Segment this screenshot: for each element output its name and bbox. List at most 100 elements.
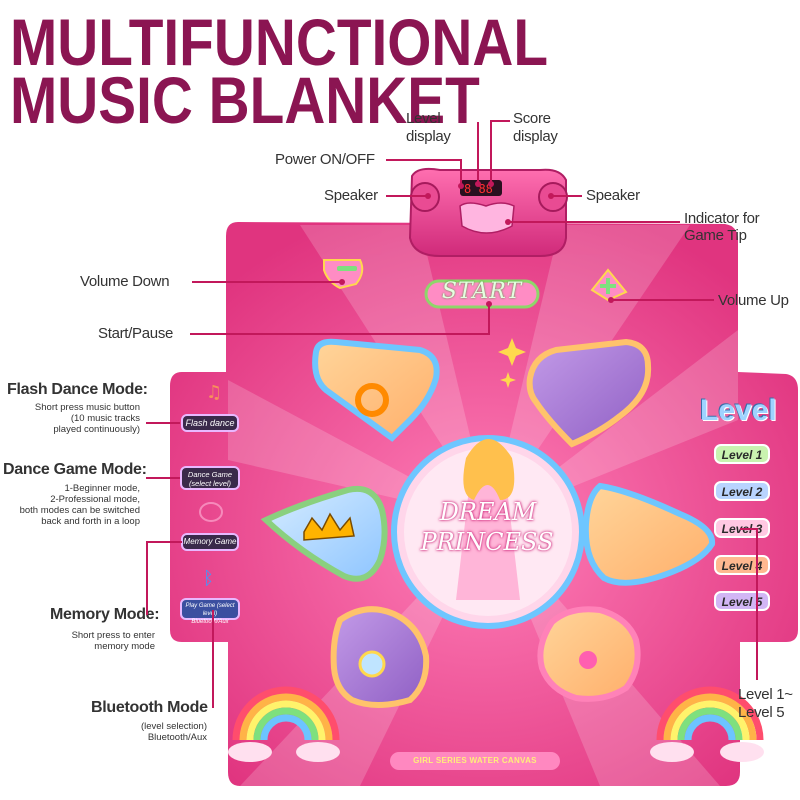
indicator-label-line-1: Indicator for: [684, 210, 760, 227]
bluetooth-button-line-2: Bluetooth/Aux: [191, 619, 229, 625]
flash-dance-button[interactable]: Flash dance: [181, 414, 239, 432]
bluetooth-desc: (level selection) Bluetooth/Aux: [60, 721, 207, 743]
dance-game-button-line-2: (select level): [188, 479, 232, 488]
heart-top-left: [312, 338, 440, 442]
dance-game-button-line-1: Dance Game: [187, 470, 233, 479]
speaker-left-line: [386, 195, 426, 197]
mat-footer-text: GIRL SERIES WATER CANVAS: [413, 756, 537, 765]
speaker-left-label: Speaker: [324, 187, 378, 204]
score-display-label-line-1: Score: [513, 110, 551, 127]
level-display-label-line-1: Level: [406, 110, 441, 127]
level-display-label-line-2: display: [406, 128, 451, 145]
rainbow-left: [232, 686, 340, 741]
power-line-v: [460, 159, 462, 185]
heart-top-right: [526, 338, 652, 448]
memory-desc-line-1: Short press to enter: [71, 630, 155, 641]
rainbow-right: [656, 686, 764, 741]
level-display-label: Level display: [406, 110, 451, 146]
brain-deco: [199, 502, 223, 522]
flash-dance-desc-line-3: played continuously): [53, 424, 140, 435]
start-pause-line: [190, 333, 490, 335]
heart-right: [582, 482, 716, 586]
score-display-line-v: [490, 120, 492, 184]
level-header: Level: [700, 394, 777, 427]
flash-dance-title: Flash Dance Mode:: [7, 381, 148, 398]
start-label: START: [441, 279, 523, 304]
dance-game-line: [146, 477, 180, 479]
svg-text:♫: ♫: [206, 382, 222, 403]
flash-dance-line: [146, 422, 180, 424]
heart-bottom-left: [330, 606, 430, 708]
volume-up-line: [612, 299, 714, 301]
levels-range-label: Level 1~ Level 5: [738, 686, 793, 722]
score-display-label: Score display: [513, 110, 558, 146]
title-line-2: MUSIC BLANKET: [10, 63, 480, 137]
score-display-label-line-2: display: [513, 128, 558, 145]
center-title-line-1: DREAM: [439, 498, 537, 526]
flash-dance-desc: Short press music button (10 music track…: [20, 402, 140, 435]
speaker-right-label: Speaker: [586, 187, 640, 204]
start-pause-label: Start/Pause: [98, 325, 174, 342]
memory-game-button[interactable]: Memory Game: [181, 533, 239, 551]
volume-down-line: [192, 281, 340, 283]
memory-desc: Short press to enter memory mode: [30, 630, 155, 652]
bluetooth-desc-line-2: Bluetooth/Aux: [147, 732, 207, 743]
dance-game-desc-line-2: 2-Professional mode,: [50, 494, 140, 505]
level-4-button[interactable]: Level 4: [714, 555, 770, 575]
memory-line-h: [146, 541, 182, 543]
control-console: 8 88: [408, 167, 568, 257]
start-pad: [424, 279, 540, 309]
level-display-line: [477, 122, 479, 184]
levels-range-line-2: Level 5: [738, 704, 785, 721]
bluetooth-deco: ᛒ: [203, 568, 214, 589]
levels-range-line-1: Level 1~: [738, 686, 793, 703]
volume-up-label: Volume Up: [718, 292, 789, 309]
dance-game-button[interactable]: Dance Game (select level): [180, 466, 240, 490]
levels-range-line-h: [740, 528, 758, 530]
level-2-button[interactable]: Level 2: [714, 481, 770, 501]
volume-down-dot: [339, 279, 345, 285]
clouds: [228, 742, 764, 762]
volume-up-dot: [608, 297, 614, 303]
score-display-dot: [488, 181, 494, 187]
indicator-label-line-2: Game Tip: [684, 227, 747, 244]
dance-game-desc-line-1: 1-Beginner mode,: [64, 483, 140, 494]
sparkles: [498, 338, 526, 388]
volume-down-label: Volume Down: [80, 273, 170, 290]
dance-game-desc-line-4: back and forth in a loop: [41, 516, 140, 527]
bluetooth-button-line-1: Play Game (select level): [185, 603, 235, 617]
center-title-line-2: PRINCESS: [420, 528, 554, 556]
level-5-button[interactable]: Level 5: [714, 591, 770, 611]
level-1-button[interactable]: Level 1: [714, 444, 770, 464]
power-line: [386, 159, 462, 161]
dance-game-desc: 1-Beginner mode, 2-Professional mode, bo…: [10, 483, 140, 527]
bluetooth-button[interactable]: Play Game (select level) Bluetooth/Aux: [180, 598, 240, 625]
dance-game-desc-line-3: both modes can be switched: [19, 505, 140, 516]
memory-desc-line-2: memory mode: [94, 641, 155, 652]
flash-dance-desc-line-1: Short press music button: [34, 402, 140, 413]
title-line-1: MULTIFUNCTIONAL: [10, 5, 549, 79]
svg-text:8 88: 8 88: [464, 182, 493, 196]
bluetooth-title: Bluetooth Mode: [91, 699, 208, 716]
start-pause-dot: [486, 301, 492, 307]
mat-footer-banner: GIRL SERIES WATER CANVAS: [390, 752, 560, 770]
heart-left: [260, 486, 388, 582]
dance-game-title: Dance Game Mode:: [3, 461, 147, 478]
indicator-line: [510, 221, 680, 223]
score-display-line: [490, 120, 510, 122]
speaker-right-line: [552, 195, 582, 197]
levels-range-line-v: [756, 528, 758, 680]
music-note-deco: ♫: [206, 382, 222, 403]
indicator-label: Indicator for Game Tip: [684, 210, 760, 244]
bluetooth-desc-line-1: (level selection): [141, 721, 207, 732]
memory-title: Memory Mode:: [50, 606, 160, 623]
power-label: Power ON/OFF: [275, 151, 375, 168]
flash-dance-desc-line-2: (10 music tracks: [70, 413, 140, 424]
memory-line-v: [146, 541, 148, 615]
speaker-right-dot: [548, 193, 554, 199]
power-dot: [458, 183, 464, 189]
indicator-dot: [505, 219, 511, 225]
speaker-left-dot: [425, 193, 431, 199]
start-pause-line-v: [488, 304, 490, 334]
